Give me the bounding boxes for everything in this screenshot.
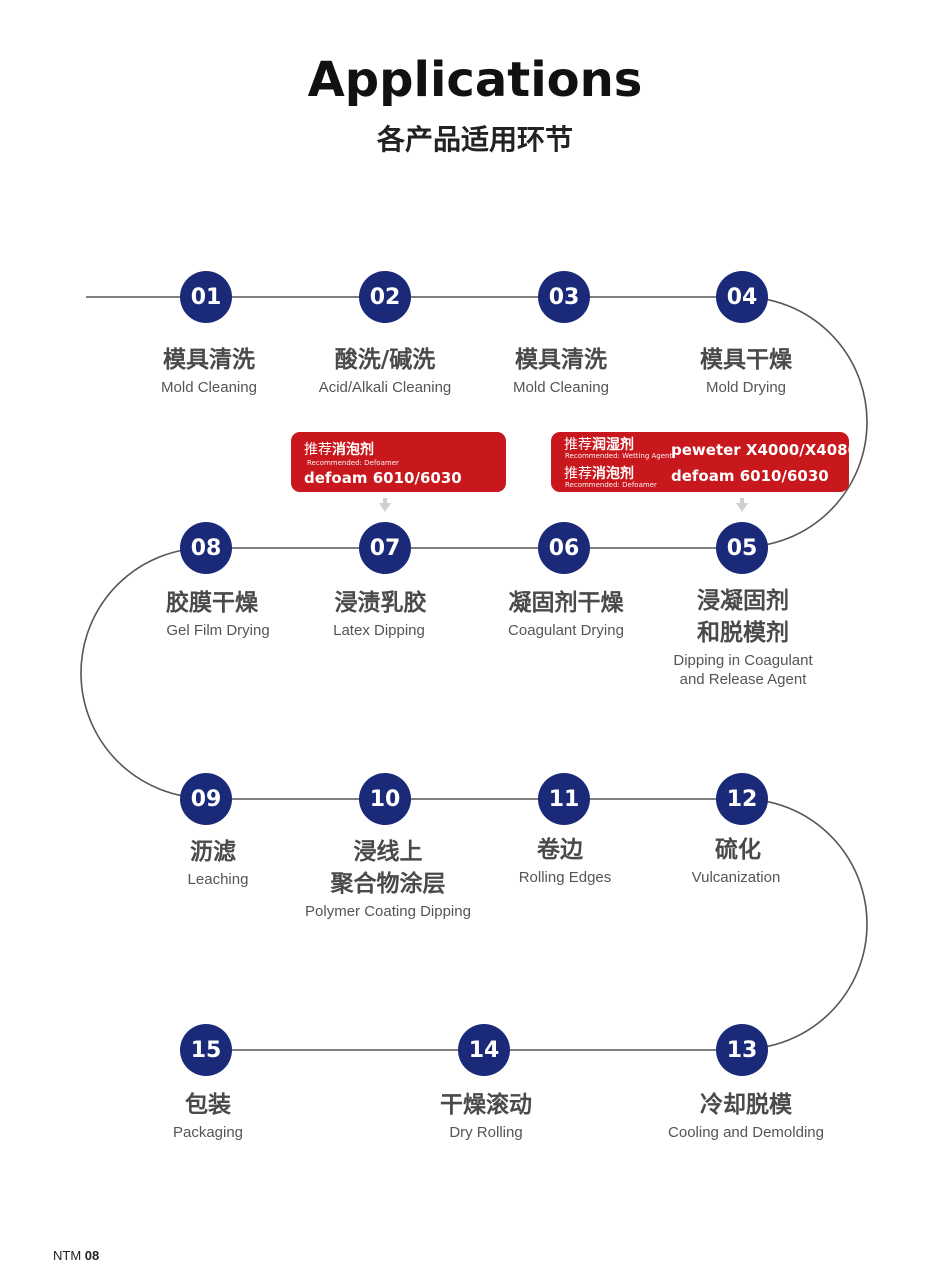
step-14-label: 干燥滚动 Dry Rolling [366,1089,606,1142]
recommend-07-tag: 推荐消泡剂 [304,442,374,458]
down-arrow-icon [736,503,748,512]
step-04-node: 04 [716,271,768,323]
page-title: Applications [307,52,643,108]
step-10-cn: 浸线上 聚合物涂层 [330,839,446,897]
recommend-05-tag-1: 推荐润湿剂 [564,437,634,453]
step-11-en: Rolling Edges [518,869,612,886]
step-06-label: 凝固剂干燥 Coagulant Drying [446,587,686,640]
step-15-node: 15 [180,1024,232,1076]
step-04-en: Mold Drying [705,379,787,396]
step-15-label: 包装 Packaging [88,1089,328,1142]
step-05-cn: 浸凝固剂 和脱模剂 [697,588,789,646]
step-07-cn: 浸渍乳胶 [334,590,427,616]
step-06-cn: 凝固剂干燥 [508,590,624,616]
curve-04-05 [741,296,868,548]
step-01-node: 01 [180,271,232,323]
step-05-en: Dipping in Coagulant and Release Agent [673,652,813,688]
step-02-label: 酸洗/碱洗 Acid/Alkali Cleaning [265,344,505,397]
step-05-node: 05 [716,522,768,574]
recommend-07-small: Recommended: Defoamer [307,459,399,467]
step-11-label: 卷边 Rolling Edges [445,834,685,887]
step-03-en: Mold Cleaning [513,379,609,396]
step-05-label: 浸凝固剂 和脱模剂 Dipping in Coagulant and Relea… [623,585,863,689]
page-subtitle: 各产品适用环节 [376,123,573,156]
step-08-label: 胶膜干燥 Gel Film Drying [98,587,338,640]
step-14-cn: 干燥滚动 [440,1092,532,1118]
footer-page-number: 08 [84,1248,100,1263]
step-10-node: 10 [359,773,411,825]
step-07-node: 07 [359,522,411,574]
step-08-cn: 胶膜干燥 [166,590,258,616]
step-07-label: 浸渍乳胶 Latex Dipping [259,587,499,640]
step-12-en: Vulcanization [691,869,781,886]
step-03-label: 模具清洗 Mold Cleaning [441,344,681,397]
recommend-box-07: 推荐消泡剂 Recommended: Defoamer defoam 6010/… [291,432,506,492]
step-15-en: Packaging [172,1124,244,1141]
down-arrow-stem [740,498,744,503]
step-04-cn: 模具干燥 [700,347,792,373]
step-04-label: 模具干燥 Mold Drying [626,344,866,397]
step-15-cn: 包装 [185,1092,231,1118]
step-12-node: 12 [716,773,768,825]
step-01-cn: 模具清洗 [163,347,255,373]
step-09-cn: 沥滤 [190,839,236,865]
curve-12-13 [741,798,868,1050]
recommend-box-05: 推荐润湿剂 Recommended: Wetting Agent peweter… [551,432,858,492]
step-11-node: 11 [538,773,590,825]
step-13-node: 13 [716,1024,768,1076]
down-arrow-stem [383,498,387,503]
recommend-05-small-1: Recommended: Wetting Agent [565,452,673,460]
recommend-05-product-2: defoam 6010/6030 [671,467,829,485]
footer-brand: NTM [53,1248,82,1263]
page-footer: NTM 08 [53,1248,99,1263]
step-13-cn: 冷却脱模 [700,1092,792,1118]
step-01-en: Mold Cleaning [161,379,257,396]
step-08-node: 08 [180,522,232,574]
step-06-en: Coagulant Drying [508,622,624,639]
down-arrow-icon [379,503,391,512]
step-14-en: Dry Rolling [449,1124,523,1141]
step-03-cn: 模具清洗 [515,347,607,373]
recommend-05-product-1: peweter X4000/X4080 [671,441,859,459]
step-09-en: Leaching [187,871,249,888]
step-09-label: 沥滤 Leaching [98,836,338,889]
step-10-label: 浸线上 聚合物涂层 Polymer Coating Dipping [268,836,508,921]
step-01-label: 模具清洗 Mold Cleaning [89,344,329,397]
curve-08-09 [80,547,207,799]
step-02-cn: 酸洗/碱洗 [334,347,436,373]
step-09-node: 09 [180,773,232,825]
step-11-cn: 卷边 [537,837,583,863]
step-02-en: Acid/Alkali Cleaning [318,379,452,396]
step-08-en: Gel Film Drying [166,622,270,639]
step-10-en: Polymer Coating Dipping [305,903,471,920]
recommend-05-small-2: Recommended: Defoamer [565,481,657,489]
recommend-07-product: defoam 6010/6030 [304,469,462,487]
step-02-node: 02 [359,271,411,323]
step-07-en: Latex Dipping [333,622,425,639]
step-12-label: 硫化 Vulcanization [616,834,856,887]
recommend-05-tag-2: 推荐消泡剂 [564,466,634,482]
step-13-label: 冷却脱模 Cooling and Demolding [626,1089,866,1142]
step-14-node: 14 [458,1024,510,1076]
step-06-node: 06 [538,522,590,574]
step-03-node: 03 [538,271,590,323]
step-13-en: Cooling and Demolding [668,1124,824,1141]
step-12-cn: 硫化 [715,837,761,863]
